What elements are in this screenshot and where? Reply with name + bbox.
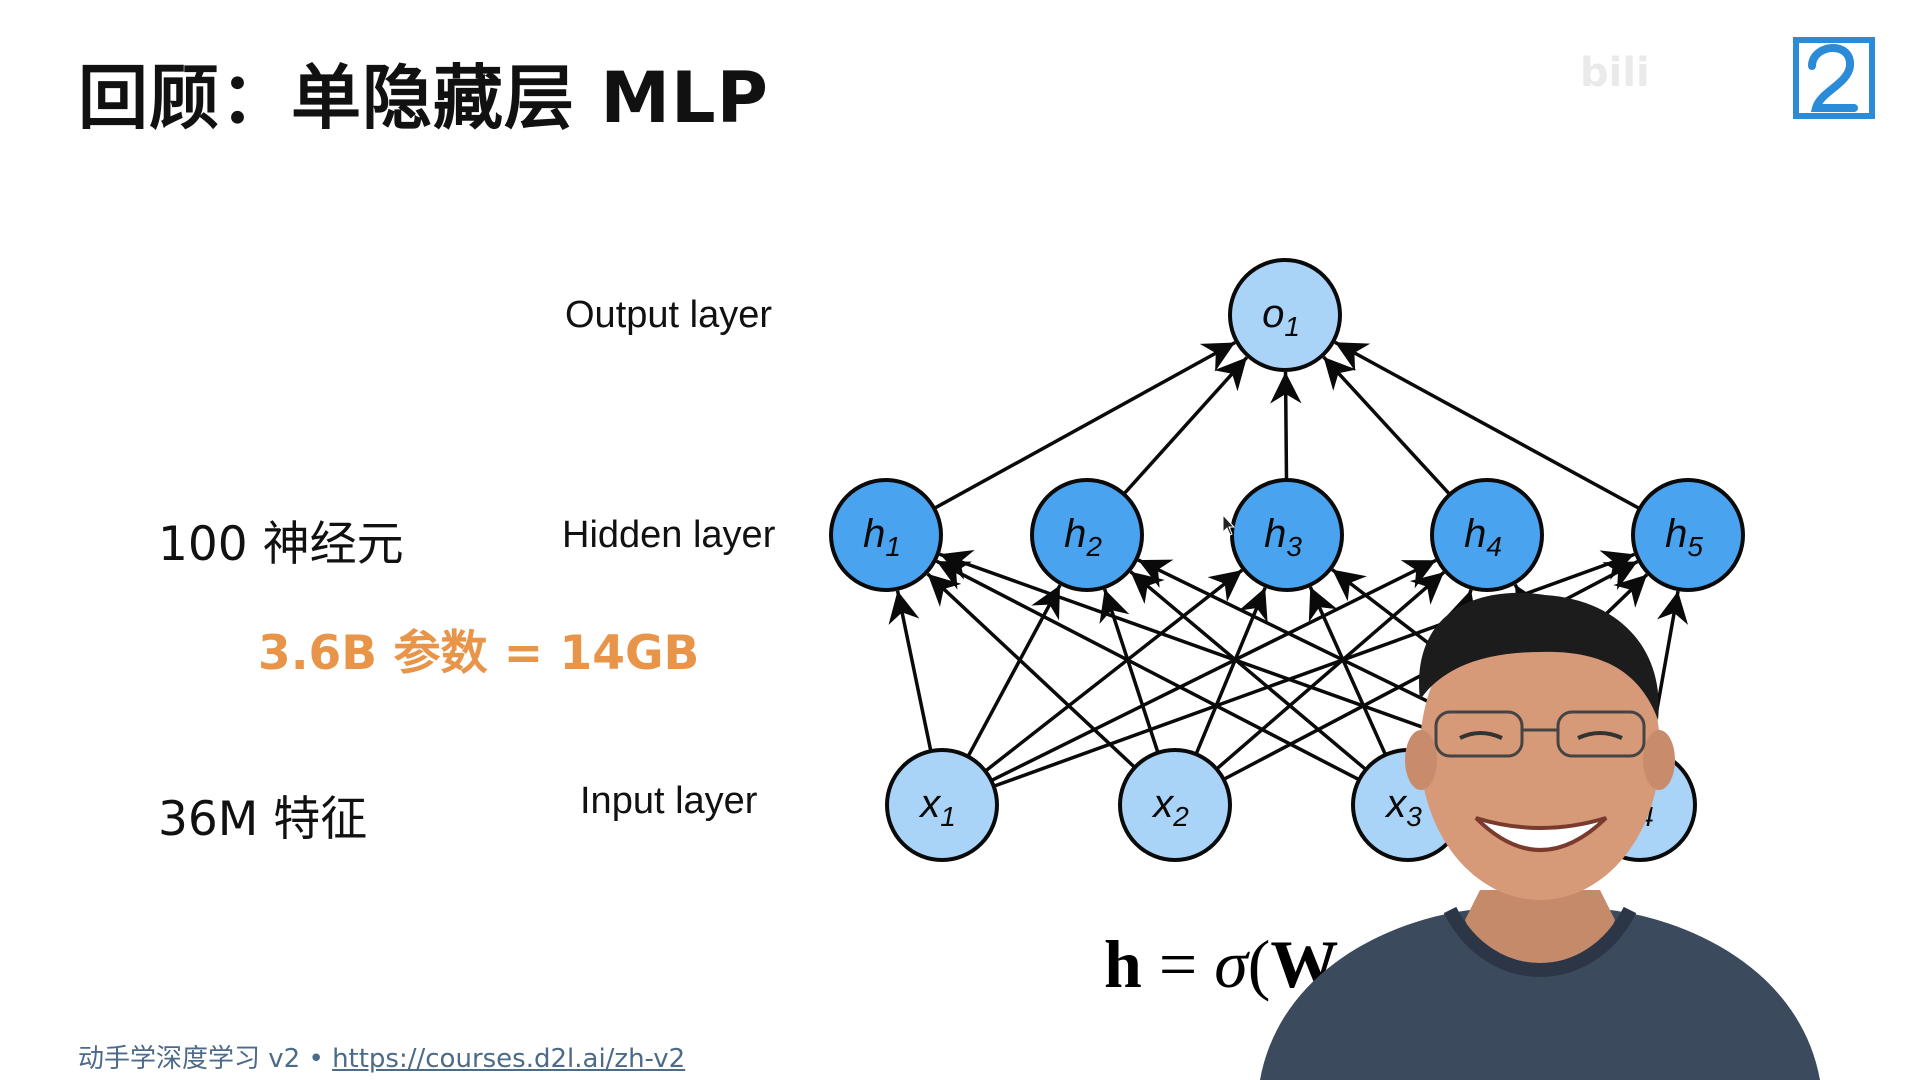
edge-x3-h1 <box>935 559 1360 782</box>
input-node-x2: x2 <box>1118 748 1232 862</box>
input-node-x2-label: x2 <box>1151 782 1189 832</box>
edge-h5-o1 <box>1334 340 1641 511</box>
input-layer-label: Input layer <box>580 780 758 822</box>
edge-h1-o1 <box>933 340 1236 510</box>
output-node-o1-label: o1 <box>1262 292 1300 342</box>
footer-link[interactable]: https://courses.d2l.ai/zh-v2 <box>332 1044 686 1074</box>
hidden-node-h4-label: h4 <box>1464 512 1502 562</box>
formula-sigma: σ <box>1214 926 1248 1002</box>
output-layer-label: Output layer <box>565 294 772 336</box>
edge-x1-h3 <box>984 568 1244 773</box>
params-stat: 3.6B 参数 = 14GB <box>258 626 700 681</box>
hidden-node-h5-label: h5 <box>1665 512 1703 562</box>
formula-h: h <box>1104 926 1142 1002</box>
edge-x3-h2 <box>1129 570 1368 771</box>
edge-h3-o1 <box>1270 371 1302 481</box>
hidden-node-h3-label: h3 <box>1264 512 1302 562</box>
footer: 动手学深度学习 v2 • https://courses.d2l.ai/zh-v… <box>78 1038 685 1075</box>
hidden-node-h2-label: h2 <box>1064 512 1102 562</box>
formula-eq: = <box>1141 926 1215 1002</box>
input-node-x1: x1 <box>885 748 999 862</box>
bilibili-logo: bili <box>1580 50 1650 96</box>
mouse-cursor-icon <box>1222 514 1236 536</box>
d2l-logo-icon <box>1793 37 1875 119</box>
edge-h2-o1 <box>1122 356 1249 496</box>
hidden-node-h1-label: h1 <box>863 512 901 562</box>
edge-x2-h4 <box>1215 570 1446 771</box>
hidden-formula: h = σ(W <box>1104 925 1338 1004</box>
edge-h4-o1 <box>1322 355 1452 496</box>
input-node-x1-label: x1 <box>918 782 956 832</box>
hidden-node-h2: h2 <box>1030 478 1144 592</box>
neurons-stat: 100 神经元 <box>158 517 404 572</box>
hidden-node-h5: h5 <box>1631 478 1745 592</box>
hidden-node-h4: h4 <box>1430 478 1544 592</box>
edge-x3-h3 <box>1308 586 1388 756</box>
features-stat: 36M 特征 <box>158 792 368 847</box>
presenter-photo <box>1260 592 1820 1080</box>
input-node-x3-label: x3 <box>1384 782 1422 832</box>
hidden-layer-label: Hidden layer <box>562 514 776 556</box>
slide-title: 回顾：单隐藏层 MLP <box>78 57 769 139</box>
edge-x2-h1 <box>926 572 1137 769</box>
output-node-o1: o1 <box>1228 258 1342 372</box>
footer-course: 动手学深度学习 v2 • <box>78 1044 333 1074</box>
edge-x1-h1 <box>888 590 933 752</box>
hidden-node-h1: h1 <box>829 478 943 592</box>
formula-open: ( <box>1247 926 1271 1002</box>
edge-x1-h2 <box>966 584 1062 758</box>
hidden-node-h3: h3 <box>1230 478 1344 592</box>
